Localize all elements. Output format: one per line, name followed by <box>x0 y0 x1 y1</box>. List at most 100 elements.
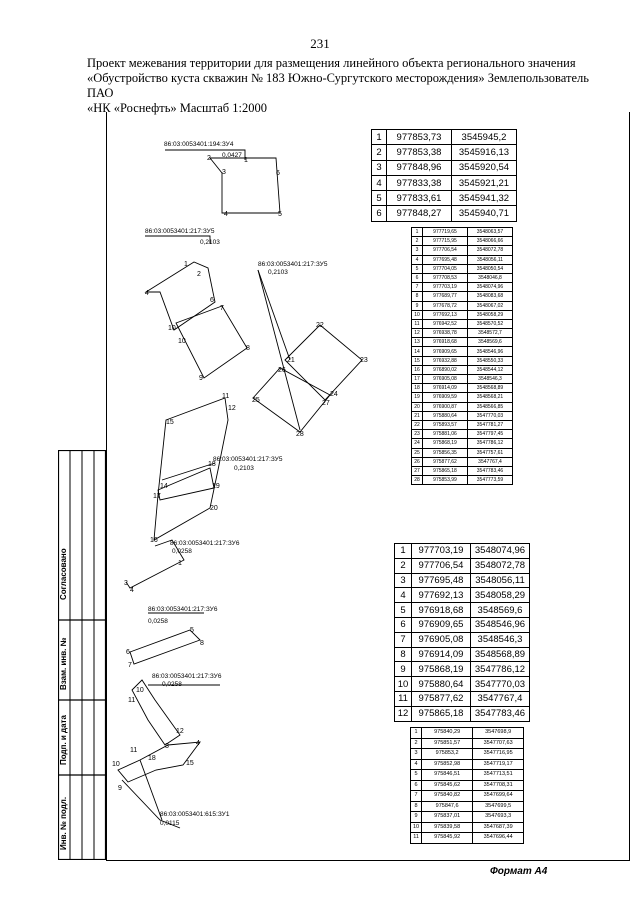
point-number: 18 <box>411 383 423 394</box>
coord-x: 975840,82 <box>421 790 474 802</box>
coord-y: 3547786,12 <box>467 438 513 449</box>
svg-text:15: 15 <box>186 760 194 767</box>
svg-text:7: 7 <box>220 305 224 312</box>
point-number: 11 <box>411 318 423 330</box>
point-number: 2 <box>409 737 423 749</box>
coord-y: 3548568,89 <box>467 383 513 394</box>
parcel-lines <box>117 149 363 829</box>
point-number: 6 <box>371 205 387 222</box>
parcel-area-zu1: 0,0115 <box>160 820 180 827</box>
coord-y: 3548074,96 <box>467 282 513 293</box>
point-number: 6 <box>394 616 412 633</box>
svg-text:19: 19 <box>212 483 220 490</box>
svg-text:17: 17 <box>153 493 161 500</box>
point-number: 4 <box>394 587 412 604</box>
coord-y: 3548568,89 <box>470 646 530 663</box>
title-line-3: «НК «Роснефть» Масштаб 1:2000 <box>87 101 267 115</box>
svg-text:6: 6 <box>210 297 214 304</box>
coord-y: 3547773,59 <box>467 475 513 486</box>
parcel-area-zu6-1: 0,0258 <box>172 548 192 555</box>
point-number: 12 <box>394 705 412 722</box>
coord-x: 976932,88 <box>422 355 468 366</box>
coord-y: 3548546,96 <box>467 346 513 357</box>
coord-x: 976909,59 <box>422 392 468 403</box>
coord-y: 3547713,51 <box>472 769 525 781</box>
coord-x: 976909,65 <box>411 616 471 633</box>
point-number: 3 <box>371 159 387 176</box>
point-number: 25 <box>411 447 423 458</box>
svg-text:3: 3 <box>124 580 128 587</box>
svg-text:1: 1 <box>184 261 188 268</box>
point-number: 16 <box>411 364 423 376</box>
point-number: 1 <box>394 543 412 559</box>
coord-x: 975845,92 <box>421 832 474 844</box>
coord-y: 3547693,3 <box>472 811 525 823</box>
point-number: 14 <box>411 346 423 357</box>
svg-text:28: 28 <box>296 431 304 438</box>
coord-x: 975847,6 <box>421 800 474 812</box>
parcel-area-zu5-3: 0,2103 <box>234 465 254 472</box>
point-number: 15 <box>411 355 423 366</box>
coord-x: 977833,38 <box>386 174 452 192</box>
coord-y: 3548569,6 <box>470 602 530 618</box>
coord-y: 3547797,45 <box>467 429 513 440</box>
coord-x: 976900,87 <box>422 401 468 412</box>
point-number: 8 <box>409 800 423 812</box>
point-number: 2 <box>394 557 412 574</box>
coord-x: 976938,78 <box>422 328 468 339</box>
parcel-label-zu5-3: 86:03:0053401:217:ЗУ5 <box>213 456 283 463</box>
point-number: 12 <box>411 328 423 339</box>
coord-y: 3548083,68 <box>467 291 513 302</box>
svg-text:5: 5 <box>190 627 194 634</box>
point-number: 7 <box>409 790 423 802</box>
coord-y: 3548550,33 <box>467 355 513 366</box>
coord-x: 975851,57 <box>421 737 474 749</box>
coord-x: 975865,18 <box>422 465 468 477</box>
coord-y: 3545945,2 <box>451 128 517 146</box>
parcel-area-zu5-2: 0,2103 <box>268 269 288 276</box>
coord-x: 976905,08 <box>422 373 468 385</box>
stamp-grid <box>57 449 107 861</box>
svg-text:12: 12 <box>228 405 236 412</box>
coord-x: 975839,58 <box>421 821 474 833</box>
coord-y: 3547699,5 <box>472 800 525 812</box>
coord-x: 977853,73 <box>386 128 452 146</box>
coord-y: 3548546,96 <box>470 616 530 633</box>
coord-x: 977848,27 <box>386 205 452 222</box>
svg-text:9: 9 <box>199 375 203 382</box>
coord-x: 976890,02 <box>422 364 468 376</box>
coord-x: 977695,48 <box>422 254 468 265</box>
coord-x: 975856,35 <box>422 447 468 458</box>
point-number: 9 <box>411 300 423 311</box>
point-number: 1 <box>371 128 387 146</box>
coord-x: 975845,62 <box>421 779 474 791</box>
coord-y: 3547698,9 <box>472 727 525 739</box>
point-number: 6 <box>409 779 423 791</box>
format-label: Формат А4 <box>490 866 548 877</box>
svg-text:15: 15 <box>166 419 174 426</box>
svg-text:18: 18 <box>148 755 156 762</box>
coord-y: 3547786,12 <box>470 661 530 678</box>
svg-text:1: 1 <box>244 157 248 164</box>
svg-text:4: 4 <box>224 211 228 218</box>
svg-text:2: 2 <box>197 271 201 278</box>
point-number: 5 <box>411 263 423 274</box>
coord-y: 3548572,7 <box>467 328 513 339</box>
coord-y: 3547770,03 <box>470 676 530 692</box>
point-number: 2 <box>371 144 387 161</box>
coord-x: 977706,54 <box>411 557 471 574</box>
coord-x: 977853,38 <box>386 144 452 161</box>
